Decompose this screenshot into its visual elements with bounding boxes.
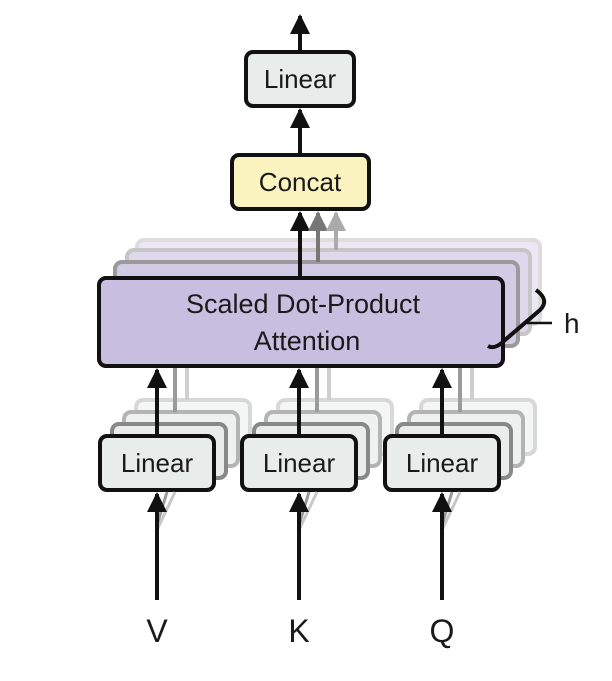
- input-linear-label: Linear: [121, 448, 194, 478]
- attention-box: [97, 276, 505, 368]
- input-linear-box: [98, 434, 216, 492]
- concat-box: [230, 153, 371, 211]
- input-label-v: V: [146, 613, 168, 649]
- input-label-k: K: [288, 613, 309, 649]
- heads-brace: [487, 288, 547, 350]
- input-label-q: Q: [430, 613, 455, 649]
- output-linear-box: [244, 50, 356, 108]
- heads-indicator: h: [487, 288, 580, 350]
- input-linear-label: Linear: [406, 448, 479, 478]
- attention-label-line2: Attention: [254, 326, 361, 356]
- output-linear-label: Linear: [264, 64, 337, 94]
- concat-label: Concat: [259, 167, 342, 197]
- input-linear-box: [240, 434, 358, 492]
- concat-block: Concat: [230, 153, 371, 211]
- input-linear-label: Linear: [263, 448, 336, 478]
- attention-block: Scaled Dot-Product Attention: [97, 276, 505, 368]
- heads-label: h: [564, 308, 580, 339]
- attention-label-line1: Scaled Dot-Product: [186, 289, 421, 319]
- output-linear-block: Linear: [244, 50, 356, 108]
- input-linear-box: [383, 434, 501, 492]
